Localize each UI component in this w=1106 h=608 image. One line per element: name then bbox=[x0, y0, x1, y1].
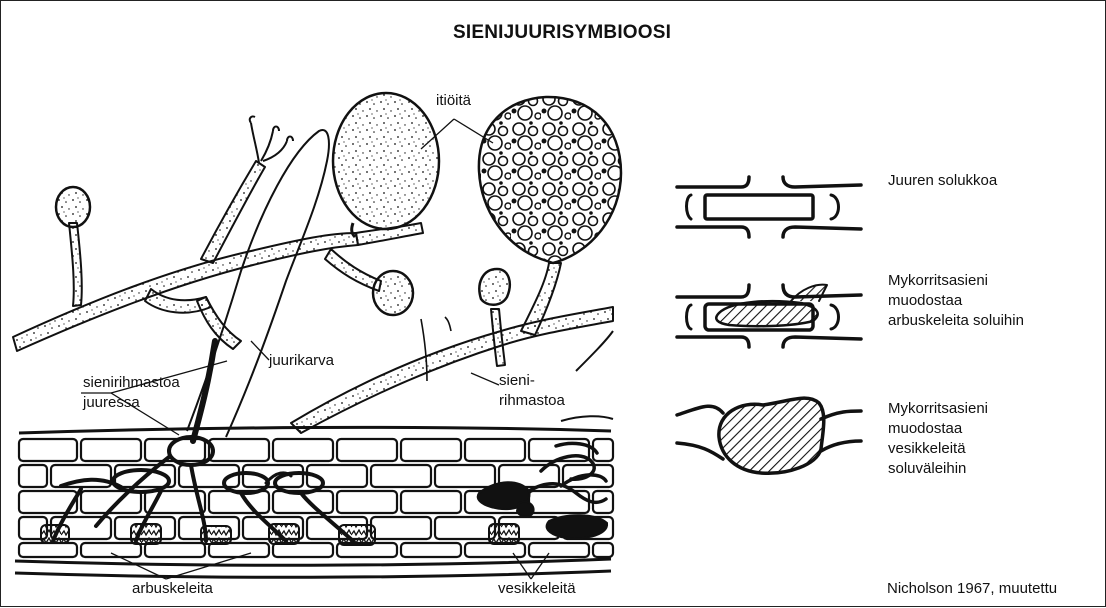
root-cell bbox=[273, 543, 333, 557]
root-cell bbox=[273, 439, 333, 461]
spore-speckled bbox=[333, 93, 439, 229]
label-mycelium-line-2: rihmastoa bbox=[499, 391, 699, 411]
root-cell bbox=[209, 439, 269, 461]
root-cell bbox=[593, 543, 613, 557]
label-mycelium-in-root-line-2: juuressa bbox=[83, 393, 283, 413]
spores bbox=[56, 93, 621, 315]
legend-2-line-2: muodostaa bbox=[888, 291, 1088, 311]
legend-1-line-1: Juuren solukkoa bbox=[888, 171, 1088, 191]
root-cell bbox=[371, 465, 431, 487]
legend-3-line-2: muodostaa bbox=[888, 419, 1088, 439]
root-cell bbox=[529, 543, 589, 557]
legend-3-line-1: Mykorritsasieni bbox=[888, 399, 1088, 419]
root-cell bbox=[337, 491, 397, 513]
label-spores: itiöitä bbox=[436, 91, 471, 111]
source-credit: Nicholson 1967, muutettu bbox=[887, 579, 1057, 599]
root-cell bbox=[19, 543, 77, 557]
root-cell bbox=[51, 465, 111, 487]
label-root-hair: juurikarva bbox=[269, 351, 334, 371]
root-cell bbox=[401, 439, 461, 461]
root-cell bbox=[145, 543, 205, 557]
root-cell bbox=[19, 439, 77, 461]
label-mycelium-in-root-line-1: sienirihmastoa bbox=[83, 373, 283, 393]
root-cell bbox=[401, 543, 461, 557]
legend-item-arbuscules: Mykorritsasieni muodostaa arbuskeleita s… bbox=[888, 271, 1088, 331]
legend-2-line-3: arbuskeleita soluihin bbox=[888, 311, 1088, 331]
legend-item-vesicles: Mykorritsasieni muodostaa vesikkeleitä s… bbox=[888, 399, 1088, 479]
legend-2-line-1: Mykorritsasieni bbox=[888, 271, 1088, 291]
legend-item-root-tissue: Juuren solukkoa bbox=[888, 171, 1088, 191]
twig bbox=[250, 116, 293, 163]
label-arbuscules: arbuskeleita bbox=[132, 579, 213, 599]
root-cell bbox=[209, 543, 269, 557]
root-cell bbox=[81, 439, 141, 461]
root-cell bbox=[435, 517, 495, 539]
spore-bubbles bbox=[479, 97, 621, 263]
right-hypha bbox=[291, 307, 613, 433]
root-cell bbox=[19, 465, 47, 487]
legend-3-line-4: soluväleihin bbox=[888, 459, 1088, 479]
root-cell bbox=[371, 517, 431, 539]
root-cell bbox=[465, 439, 525, 461]
root-cell bbox=[401, 491, 461, 513]
main-hypha bbox=[13, 233, 358, 351]
root-cell bbox=[337, 439, 397, 461]
label-mycelium: sieni- rihmastoa bbox=[499, 371, 699, 411]
root-bottom-edge-2 bbox=[15, 571, 611, 577]
diagram-title: SIENIJUURISYMBIOOSI bbox=[453, 23, 671, 43]
legend-cell-plain bbox=[677, 177, 861, 237]
label-mycelium-line-1: sieni- bbox=[499, 371, 699, 391]
root-cell bbox=[465, 543, 525, 557]
legend-cells bbox=[677, 177, 861, 473]
label-vesicles: vesikkeleitä bbox=[498, 579, 576, 599]
legend-cell-vesicle bbox=[677, 398, 861, 473]
root-cell bbox=[81, 543, 141, 557]
legend-3-line-3: vesikkeleitä bbox=[888, 439, 1088, 459]
label-mycelium-in-root: sienirihmastoa juuressa bbox=[83, 373, 283, 413]
root-top-edge bbox=[19, 427, 611, 433]
root-cell bbox=[435, 465, 495, 487]
